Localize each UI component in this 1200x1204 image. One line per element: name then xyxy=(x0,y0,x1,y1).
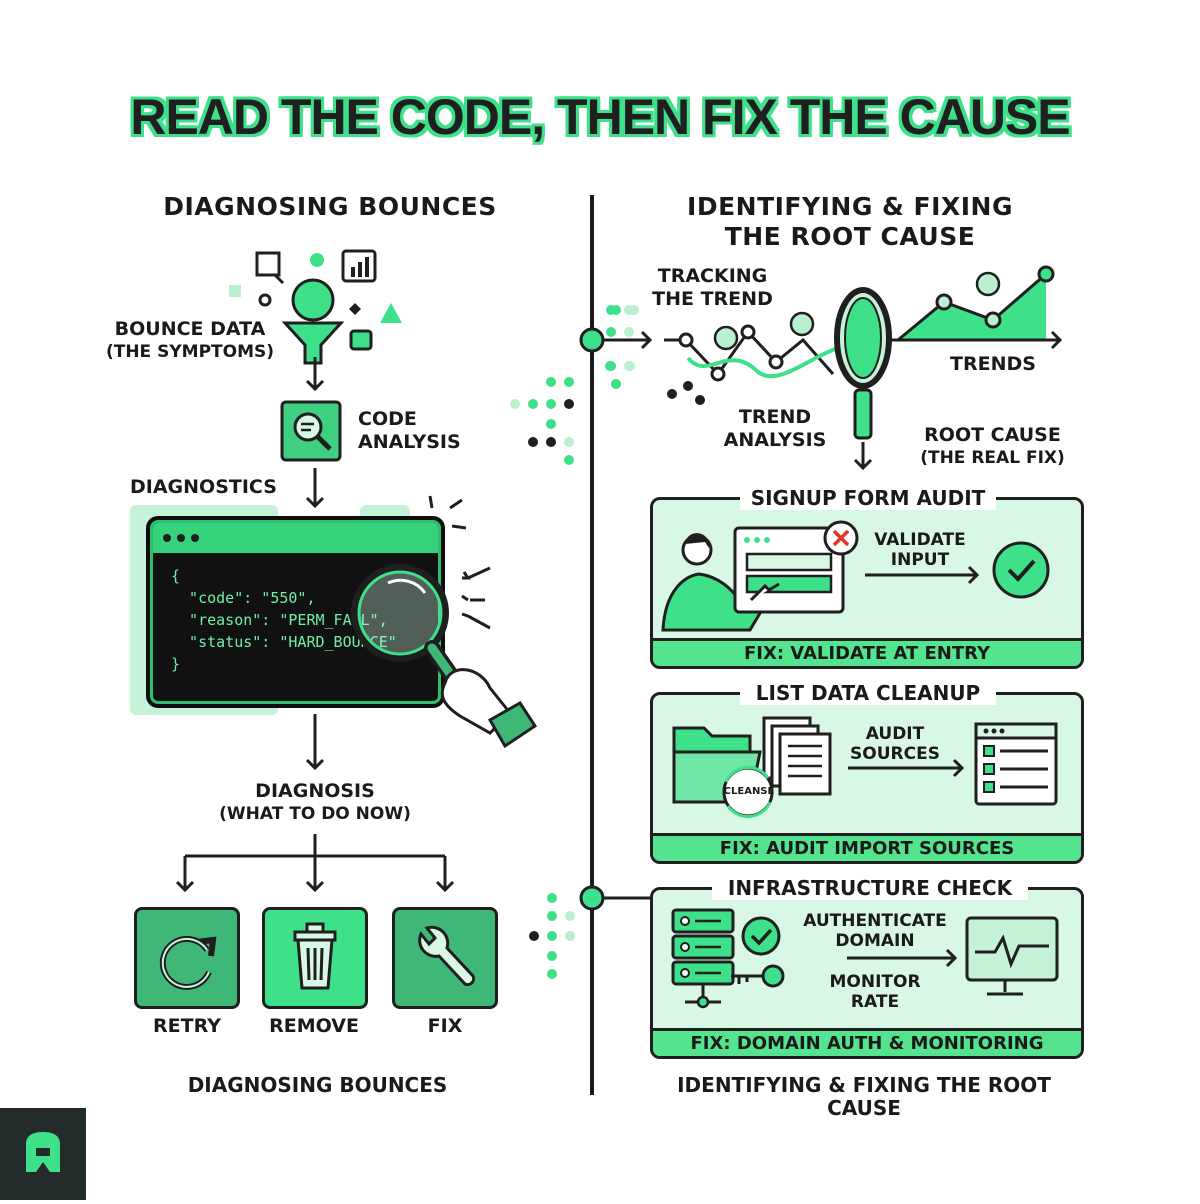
bounce-data-label: BOUNCE DATA xyxy=(114,318,266,340)
arrow-down-2 xyxy=(305,468,325,509)
magnifier-hand-icon xyxy=(351,495,538,749)
center-divider xyxy=(590,195,594,1095)
root-cause-sublabel: (THE REAL FIX) xyxy=(920,448,1065,468)
trend-analysis-label-2: ANALYSIS xyxy=(723,429,827,451)
code-analysis-icon xyxy=(280,400,342,462)
arrow-down-1 xyxy=(305,357,325,392)
remove-button[interactable] xyxy=(262,907,368,1009)
retry-icon xyxy=(159,935,217,990)
funnel-icon xyxy=(229,249,402,365)
diagnosis-sublabel: (WHAT TO DO NOW) xyxy=(219,804,411,824)
signup-form-illustration xyxy=(661,520,1050,632)
page-title: READ THE CODE, THEN FIX THE CAUSE xyxy=(130,89,1070,145)
tracking-trend-label-1: TRACKING xyxy=(657,265,768,287)
fix-button[interactable] xyxy=(392,907,498,1009)
card2-step-2: SOURCES xyxy=(850,744,940,764)
diagnostics-label: DIAGNOSTICS xyxy=(130,476,277,498)
retry-label: RETRY xyxy=(153,1015,221,1037)
bounce-data-sublabel: (THE SYMPTOMS) xyxy=(105,342,275,362)
card3-step-1: AUTHENTICATE xyxy=(803,911,947,931)
infrastructure-illustration xyxy=(671,908,1059,1009)
card3-step-3: MONITOR xyxy=(829,972,921,992)
brand-logo xyxy=(0,1108,86,1200)
retry-button[interactable] xyxy=(134,907,240,1009)
right-heading-1: IDENTIFYING & FIXING xyxy=(687,192,1013,221)
card3-step-4: RATE xyxy=(850,992,900,1012)
card3-step-2: DOMAIN xyxy=(835,931,915,951)
card1-step-2: INPUT xyxy=(890,550,950,570)
tracking-trend-label-2: THE TREND xyxy=(652,288,773,310)
terminal-titlebar xyxy=(153,523,438,553)
card3-fix: FIX: DOMAIN AUTH & MONITORING xyxy=(653,1028,1081,1056)
code-analysis-label-2: ANALYSIS xyxy=(358,431,461,453)
lower-dots-decoration xyxy=(529,893,575,979)
cleanse-badge: CLEANSE xyxy=(723,786,775,797)
card2-fix: FIX: AUDIT IMPORT SOURCES xyxy=(653,833,1081,861)
fix-label: FIX xyxy=(427,1015,463,1037)
code-terminal: { "code": "550", "reason": "PERM_FAIL", … xyxy=(150,520,441,704)
trash-icon xyxy=(293,922,337,990)
arrow-down-3 xyxy=(305,714,325,771)
logo-icon xyxy=(26,1132,60,1172)
remove-label: REMOVE xyxy=(269,1015,359,1037)
diagnosis-label: DIAGNOSIS xyxy=(255,780,375,802)
root-cause-label: ROOT CAUSE xyxy=(924,424,1061,446)
json-code: { "code": "550", "reason": "PERM_FAIL", … xyxy=(171,565,397,675)
code-line-reason: "reason": "PERM_FAIL", xyxy=(171,611,388,629)
card2-title: LIST DATA CLEANUP xyxy=(740,681,996,705)
card3-title: INFRASTRUCTURE CHECK xyxy=(712,876,1028,900)
trends-label: TRENDS xyxy=(950,353,1036,375)
card2-step-1: AUDIT xyxy=(865,724,925,744)
branch-arrows xyxy=(175,834,455,893)
right-heading-2: THE ROOT CAUSE xyxy=(724,222,976,251)
timeline-node-lower xyxy=(579,885,650,911)
code-line-close: } xyxy=(171,655,181,673)
cleanup-illustration xyxy=(672,716,1058,819)
card1-step-1: VALIDATE xyxy=(874,530,966,550)
left-footer: DIAGNOSING BOUNCES xyxy=(187,1073,448,1097)
right-footer: IDENTIFYING & FIXING THE ROOT CAUSE xyxy=(677,1073,1051,1120)
trend-chart-illustration xyxy=(579,265,1063,471)
card1-fix: FIX: VALIDATE AT ENTRY xyxy=(653,638,1081,666)
card1-title: SIGNUP FORM AUDIT xyxy=(740,486,996,510)
left-heading: DIAGNOSING BOUNCES xyxy=(163,192,497,221)
code-analysis-label-1: CODE xyxy=(358,408,417,430)
code-line-code: "code": "550", xyxy=(171,589,316,607)
window-dots-icon xyxy=(163,534,199,542)
code-line-open: { xyxy=(171,567,181,585)
wrench-icon xyxy=(418,925,476,987)
trend-analysis-label-1: TREND xyxy=(738,406,812,428)
